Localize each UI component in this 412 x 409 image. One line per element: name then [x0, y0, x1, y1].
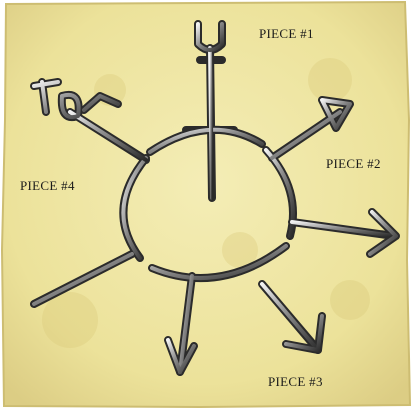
piece-2-label: PIECE #2: [326, 156, 381, 172]
piece-4-label: PIECE #4: [20, 178, 75, 194]
piece-1-label: PIECE #1: [259, 26, 314, 42]
piece-3-label: PIECE #3: [268, 374, 323, 390]
